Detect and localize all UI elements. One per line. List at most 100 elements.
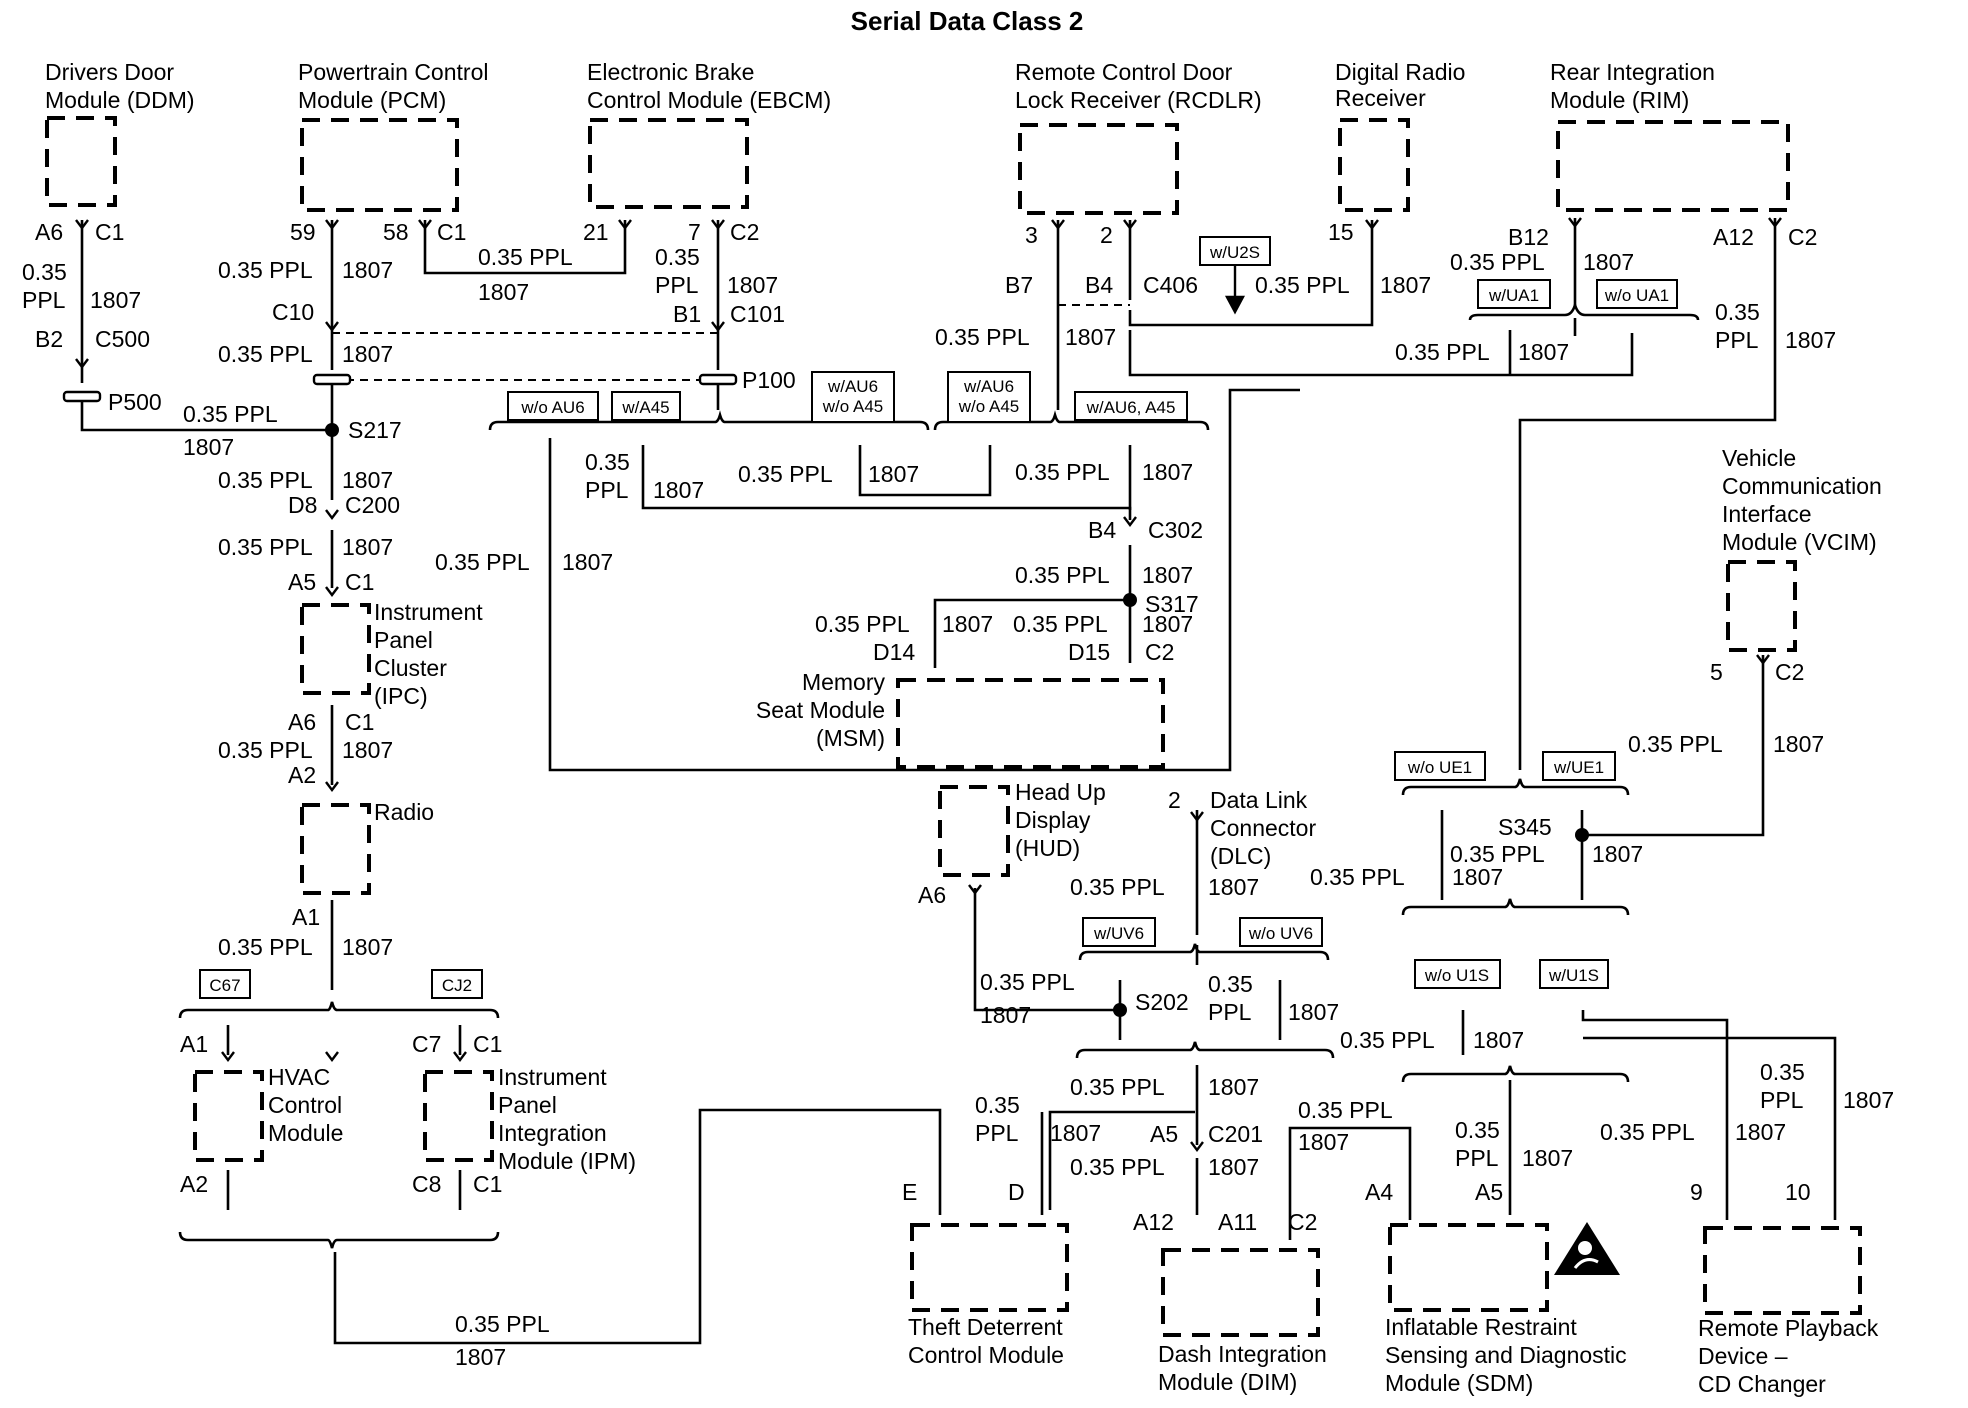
connector-label: C1 xyxy=(95,219,124,245)
ipm-label-1: Instrument xyxy=(498,1064,607,1090)
connector-label: C2 xyxy=(1775,659,1804,685)
connector-label: C101 xyxy=(730,301,785,327)
diagram-title: Serial Data Class 2 xyxy=(851,6,1084,36)
dim-label-2: Module (DIM) xyxy=(1158,1369,1297,1395)
pin-label: 58 xyxy=(383,219,409,245)
wire-size-label: PPL xyxy=(22,287,66,313)
circuit-label: 1807 xyxy=(1583,249,1634,275)
radio-label: Radio xyxy=(374,799,434,825)
msm-label-3: (MSM) xyxy=(816,725,885,751)
pin-label: C8 xyxy=(412,1171,441,1197)
pin-label: 2 xyxy=(1100,222,1113,248)
circuit-label: 1807 xyxy=(562,549,613,575)
circuit-label: 1807 xyxy=(1142,562,1193,588)
wire-size-label: 0.35 PPL xyxy=(1015,562,1110,588)
circuit-label: 1807 xyxy=(653,477,704,503)
circuit-label: 1807 xyxy=(478,279,529,305)
circuit-label: 1807 xyxy=(1208,1154,1259,1180)
opt-wouv6: w/o UV6 xyxy=(1248,924,1313,943)
opt-wue1: w/UE1 xyxy=(1553,758,1604,777)
sdm-label-3: Module (SDM) xyxy=(1385,1370,1533,1396)
wire-size-label: PPL xyxy=(1455,1145,1499,1171)
wire-size-label: 0.35 xyxy=(1715,299,1760,325)
circuit-label: 1807 xyxy=(1298,1129,1349,1155)
wires xyxy=(80,218,1837,1345)
wire-size-label: 0.35 PPL xyxy=(218,534,313,560)
ipm-label-4: Module (IPM) xyxy=(498,1148,636,1174)
rpd-label-1: Remote Playback xyxy=(1698,1315,1879,1341)
ebcm-box xyxy=(588,118,749,209)
pin-label: B1 xyxy=(673,301,701,327)
circuit-label: 1807 xyxy=(342,534,393,560)
wire-size-label: 0.35 xyxy=(22,259,67,285)
msm-label-1: Memory xyxy=(802,669,886,695)
rcdlr-label-1: Remote Control Door xyxy=(1015,59,1233,85)
connector-label: C1 xyxy=(473,1171,502,1197)
circuit-label: 1807 xyxy=(455,1344,506,1370)
wire-size-label: 0.35 PPL xyxy=(218,341,313,367)
connector-label: C1 xyxy=(437,219,466,245)
ddm-label-2: Module (DDM) xyxy=(45,87,195,113)
splice-s317-dot xyxy=(1123,593,1137,607)
ipm-label-3: Integration xyxy=(498,1120,607,1146)
vcim-label-3: Interface xyxy=(1722,501,1812,527)
ipc-box xyxy=(300,603,371,695)
hud-label-2: Display xyxy=(1015,807,1091,833)
pcm-label-2: Module (PCM) xyxy=(298,87,446,113)
wire-size-label: 0.35 PPL xyxy=(738,461,833,487)
circuit-label: 1807 xyxy=(1735,1119,1786,1145)
drr-label-2: Receiver xyxy=(1335,85,1426,111)
wire-size-label: 0.35 xyxy=(1208,971,1253,997)
ddm-box xyxy=(45,116,117,207)
splice-s345-dot xyxy=(1575,828,1589,842)
dlc-label-2: Connector xyxy=(1210,815,1316,841)
connector-label: C1 xyxy=(345,569,374,595)
hud-label-1: Head Up xyxy=(1015,779,1106,805)
pin-label: 5 xyxy=(1710,659,1723,685)
pin-label: 9 xyxy=(1690,1179,1703,1205)
ebcm-label-1: Electronic Brake xyxy=(587,59,754,85)
opt-wau6-2: w/AU6 xyxy=(963,377,1014,396)
vcim-label-4: Module (VCIM) xyxy=(1722,529,1877,555)
hvac-label-3: Module xyxy=(268,1120,343,1146)
tdcm-label-1: Theft Deterrent xyxy=(908,1314,1063,1340)
circuit-label: 1807 xyxy=(1065,324,1116,350)
splice-s217-dot xyxy=(325,423,339,437)
circuit-label: 1807 xyxy=(342,934,393,960)
wire-size-label: 0.35 PPL xyxy=(218,257,313,283)
splice-label: S202 xyxy=(1135,989,1189,1015)
ipc-label-3: Cluster xyxy=(374,655,447,681)
pin-label: B12 xyxy=(1508,224,1549,250)
opt-wau6-1: w/AU6 xyxy=(827,377,878,396)
circuit-label: 1807 xyxy=(1518,339,1569,365)
msm-box xyxy=(896,678,1165,769)
radio-box xyxy=(300,803,371,895)
dim-box xyxy=(1161,1248,1320,1337)
connector-label: P100 xyxy=(742,367,796,393)
wire-size-label: PPL xyxy=(1760,1087,1804,1113)
drr-label-1: Digital Radio xyxy=(1335,59,1465,85)
splice-label: S317 xyxy=(1145,591,1199,617)
circuit-label: 1807 xyxy=(1142,611,1193,637)
pin-label: 3 xyxy=(1025,222,1038,248)
ebcm-label-2: Control Module (EBCM) xyxy=(587,87,831,113)
opt-wua1: w/UA1 xyxy=(1488,286,1539,305)
hud-label-3: (HUD) xyxy=(1015,835,1080,861)
circuit-label: 1807 xyxy=(1208,1074,1259,1100)
wire-size-label: 0.35 PPL xyxy=(218,467,313,493)
pin-label: E xyxy=(902,1179,917,1205)
splice-label: S345 xyxy=(1498,814,1552,840)
wire-size-label: 0.35 PPL xyxy=(218,934,313,960)
circuit-label: 1807 xyxy=(1288,999,1339,1025)
connector-label: P500 xyxy=(108,389,162,415)
airbag-warning-icon xyxy=(1554,1222,1620,1275)
wire-size-label: PPL xyxy=(1208,999,1252,1025)
pcm-box xyxy=(300,118,459,212)
connector-label: C2 xyxy=(1288,1209,1317,1235)
wire-size-label: 0.35 PPL xyxy=(1013,611,1108,637)
wire-size-label: 0.35 PPL xyxy=(455,1311,550,1337)
rpd-label-3: CD Changer xyxy=(1698,1371,1826,1397)
pin-label: D8 xyxy=(288,492,317,518)
pcm-label-1: Powertrain Control xyxy=(298,59,488,85)
pin-label: A12 xyxy=(1713,224,1754,250)
